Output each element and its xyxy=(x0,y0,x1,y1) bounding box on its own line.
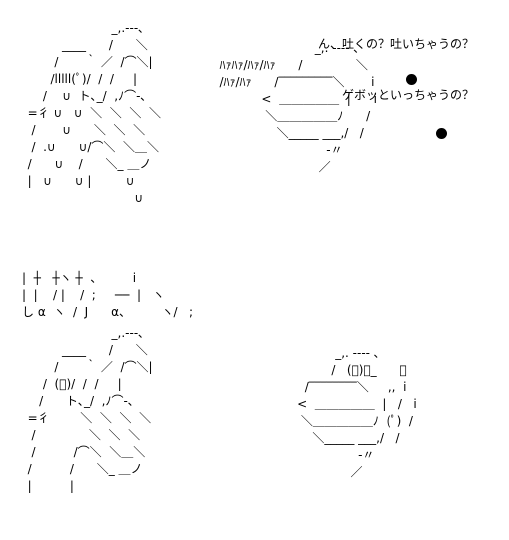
middle-text-art: | ┼ ┼ヽ ┼ 、 i | | / | / ; ── | ヽ し α ヽ / … xyxy=(22,271,194,319)
eye-dot-icon xyxy=(436,128,447,139)
scene-2-figure-left: _,.---､ ____ / ＼ / ｀ ／ /⌒＼| / (ﾟ)/ / / |… xyxy=(27,326,153,493)
caption-line-1: ん、吐くの？吐いちゃうの？ xyxy=(318,37,475,51)
speech-caption: ん、吐くの？吐いちゃうの？ ゲボッといっちゃうの？ xyxy=(318,2,474,138)
scene-1-figure-left: _,.---､ ____ / ＼ / ｀ ／ /⌒＼| /lllll(ﾟ)/ /… xyxy=(27,21,162,205)
caption-line-2: ゲボッといっちゃうの？ xyxy=(342,88,475,102)
scene-2-figure-right: _,. -‐‐‐ ､ / (ﾟ)､_ ＼ /‾‾‾‾‾‾‾‾＼ ,, i < ＿… xyxy=(297,346,417,479)
scene-1-figure-right: _,. -‐‐‐ ､ ﾊｧﾊｧ/ﾊｧ/ﾊｧ / ＼ /ﾊｧ/ﾊｧ /‾‾‾‾‾‾… xyxy=(219,41,377,174)
eye-dot-icon xyxy=(406,74,417,85)
